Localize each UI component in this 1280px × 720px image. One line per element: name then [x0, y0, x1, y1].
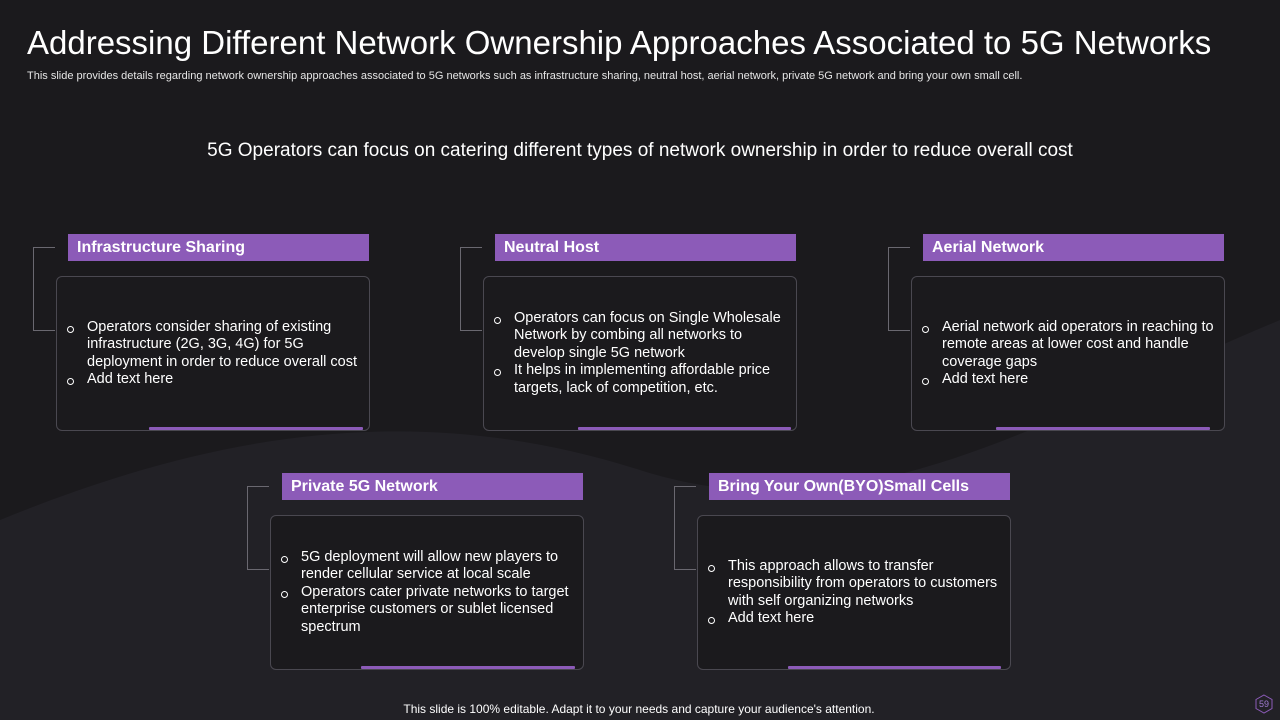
- bullet-item: This approach allows to transfer respons…: [708, 558, 1002, 611]
- page-number: 59: [1258, 699, 1269, 709]
- card-title: Aerial Network: [923, 234, 1224, 261]
- card-connector: [888, 247, 910, 331]
- card-connector: [247, 486, 269, 570]
- card-connector: [33, 247, 55, 331]
- card-body: Operators can focus on Single Wholesale …: [483, 276, 797, 431]
- bullet-item: Operators consider sharing of existing i…: [67, 319, 361, 372]
- bullet-item: Operators can focus on Single Wholesale …: [494, 310, 788, 363]
- bullet-text: This approach allows to transfer respons…: [728, 557, 998, 609]
- bullet-item: Add text here: [922, 371, 1216, 389]
- slide-subtitle: This slide provides details regarding ne…: [27, 70, 1023, 82]
- hollow-circle-bullet-icon: [494, 369, 501, 377]
- hollow-circle-bullet-icon: [494, 316, 501, 324]
- bullet-item: Add text here: [708, 610, 1002, 628]
- bullet-text: Add text here: [942, 371, 1029, 387]
- card-body: This approach allows to transfer respons…: [697, 515, 1011, 670]
- bullet-list: 5G deployment will allow new players to …: [271, 516, 583, 669]
- card-accent-bar: [361, 666, 575, 669]
- card-connector: [460, 247, 482, 331]
- hollow-circle-bullet-icon: [281, 590, 288, 598]
- headline: 5G Operators can focus on catering diffe…: [207, 140, 1073, 161]
- hollow-circle-bullet-icon: [67, 325, 74, 333]
- card-title: Private 5G Network: [282, 473, 583, 500]
- card-body: Operators consider sharing of existing i…: [56, 276, 370, 431]
- footer-text: This slide is 100% editable. Adapt it to…: [403, 702, 875, 716]
- card-connector: [674, 486, 696, 570]
- bullet-text: Operators cater private networks to targ…: [301, 583, 569, 635]
- bullet-list: This approach allows to transfer respons…: [698, 516, 1010, 669]
- bullet-item: Aerial network aid operators in reaching…: [922, 319, 1216, 372]
- bullet-item: It helps in implementing affordable pric…: [494, 362, 788, 397]
- page-badge: 59: [1254, 694, 1274, 714]
- bullet-text: Operators can focus on Single Wholesale …: [514, 309, 781, 361]
- card-body: 5G deployment will allow new players to …: [270, 515, 584, 670]
- bullet-item: Operators cater private networks to targ…: [281, 584, 575, 637]
- hollow-circle-bullet-icon: [281, 555, 288, 563]
- bullet-list: Operators can focus on Single Wholesale …: [484, 277, 796, 430]
- bullet-text: Aerial network aid operators in reaching…: [942, 318, 1214, 370]
- card-accent-bar: [578, 427, 791, 430]
- hollow-circle-bullet-icon: [708, 564, 715, 572]
- card-title: Bring Your Own(BYO)Small Cells: [709, 473, 1010, 500]
- bullet-item: 5G deployment will allow new players to …: [281, 549, 575, 584]
- card-accent-bar: [996, 427, 1210, 430]
- hollow-circle-bullet-icon: [922, 325, 929, 333]
- bullet-text: Add text here: [728, 610, 815, 626]
- card-accent-bar: [149, 427, 363, 430]
- bullet-text: Operators consider sharing of existing i…: [87, 318, 358, 370]
- bullet-list: Aerial network aid operators in reaching…: [912, 277, 1224, 430]
- card-body: Aerial network aid operators in reaching…: [911, 276, 1225, 431]
- hollow-circle-bullet-icon: [708, 617, 715, 624]
- bullet-text: Add text here: [87, 371, 174, 387]
- card-title: Neutral Host: [495, 234, 796, 261]
- hexagon-badge-icon: [1255, 694, 1273, 714]
- bullet-text: It helps in implementing affordable pric…: [514, 362, 771, 396]
- card-title: Infrastructure Sharing: [68, 234, 369, 261]
- hollow-circle-bullet-icon: [922, 378, 929, 385]
- slide-title: Addressing Different Network Ownership A…: [27, 24, 1212, 61]
- bullet-text: 5G deployment will allow new players to …: [301, 548, 559, 583]
- card-accent-bar: [788, 666, 1001, 669]
- hollow-circle-bullet-icon: [67, 378, 74, 385]
- bullet-item: Add text here: [67, 371, 361, 389]
- bullet-list: Operators consider sharing of existing i…: [57, 277, 369, 430]
